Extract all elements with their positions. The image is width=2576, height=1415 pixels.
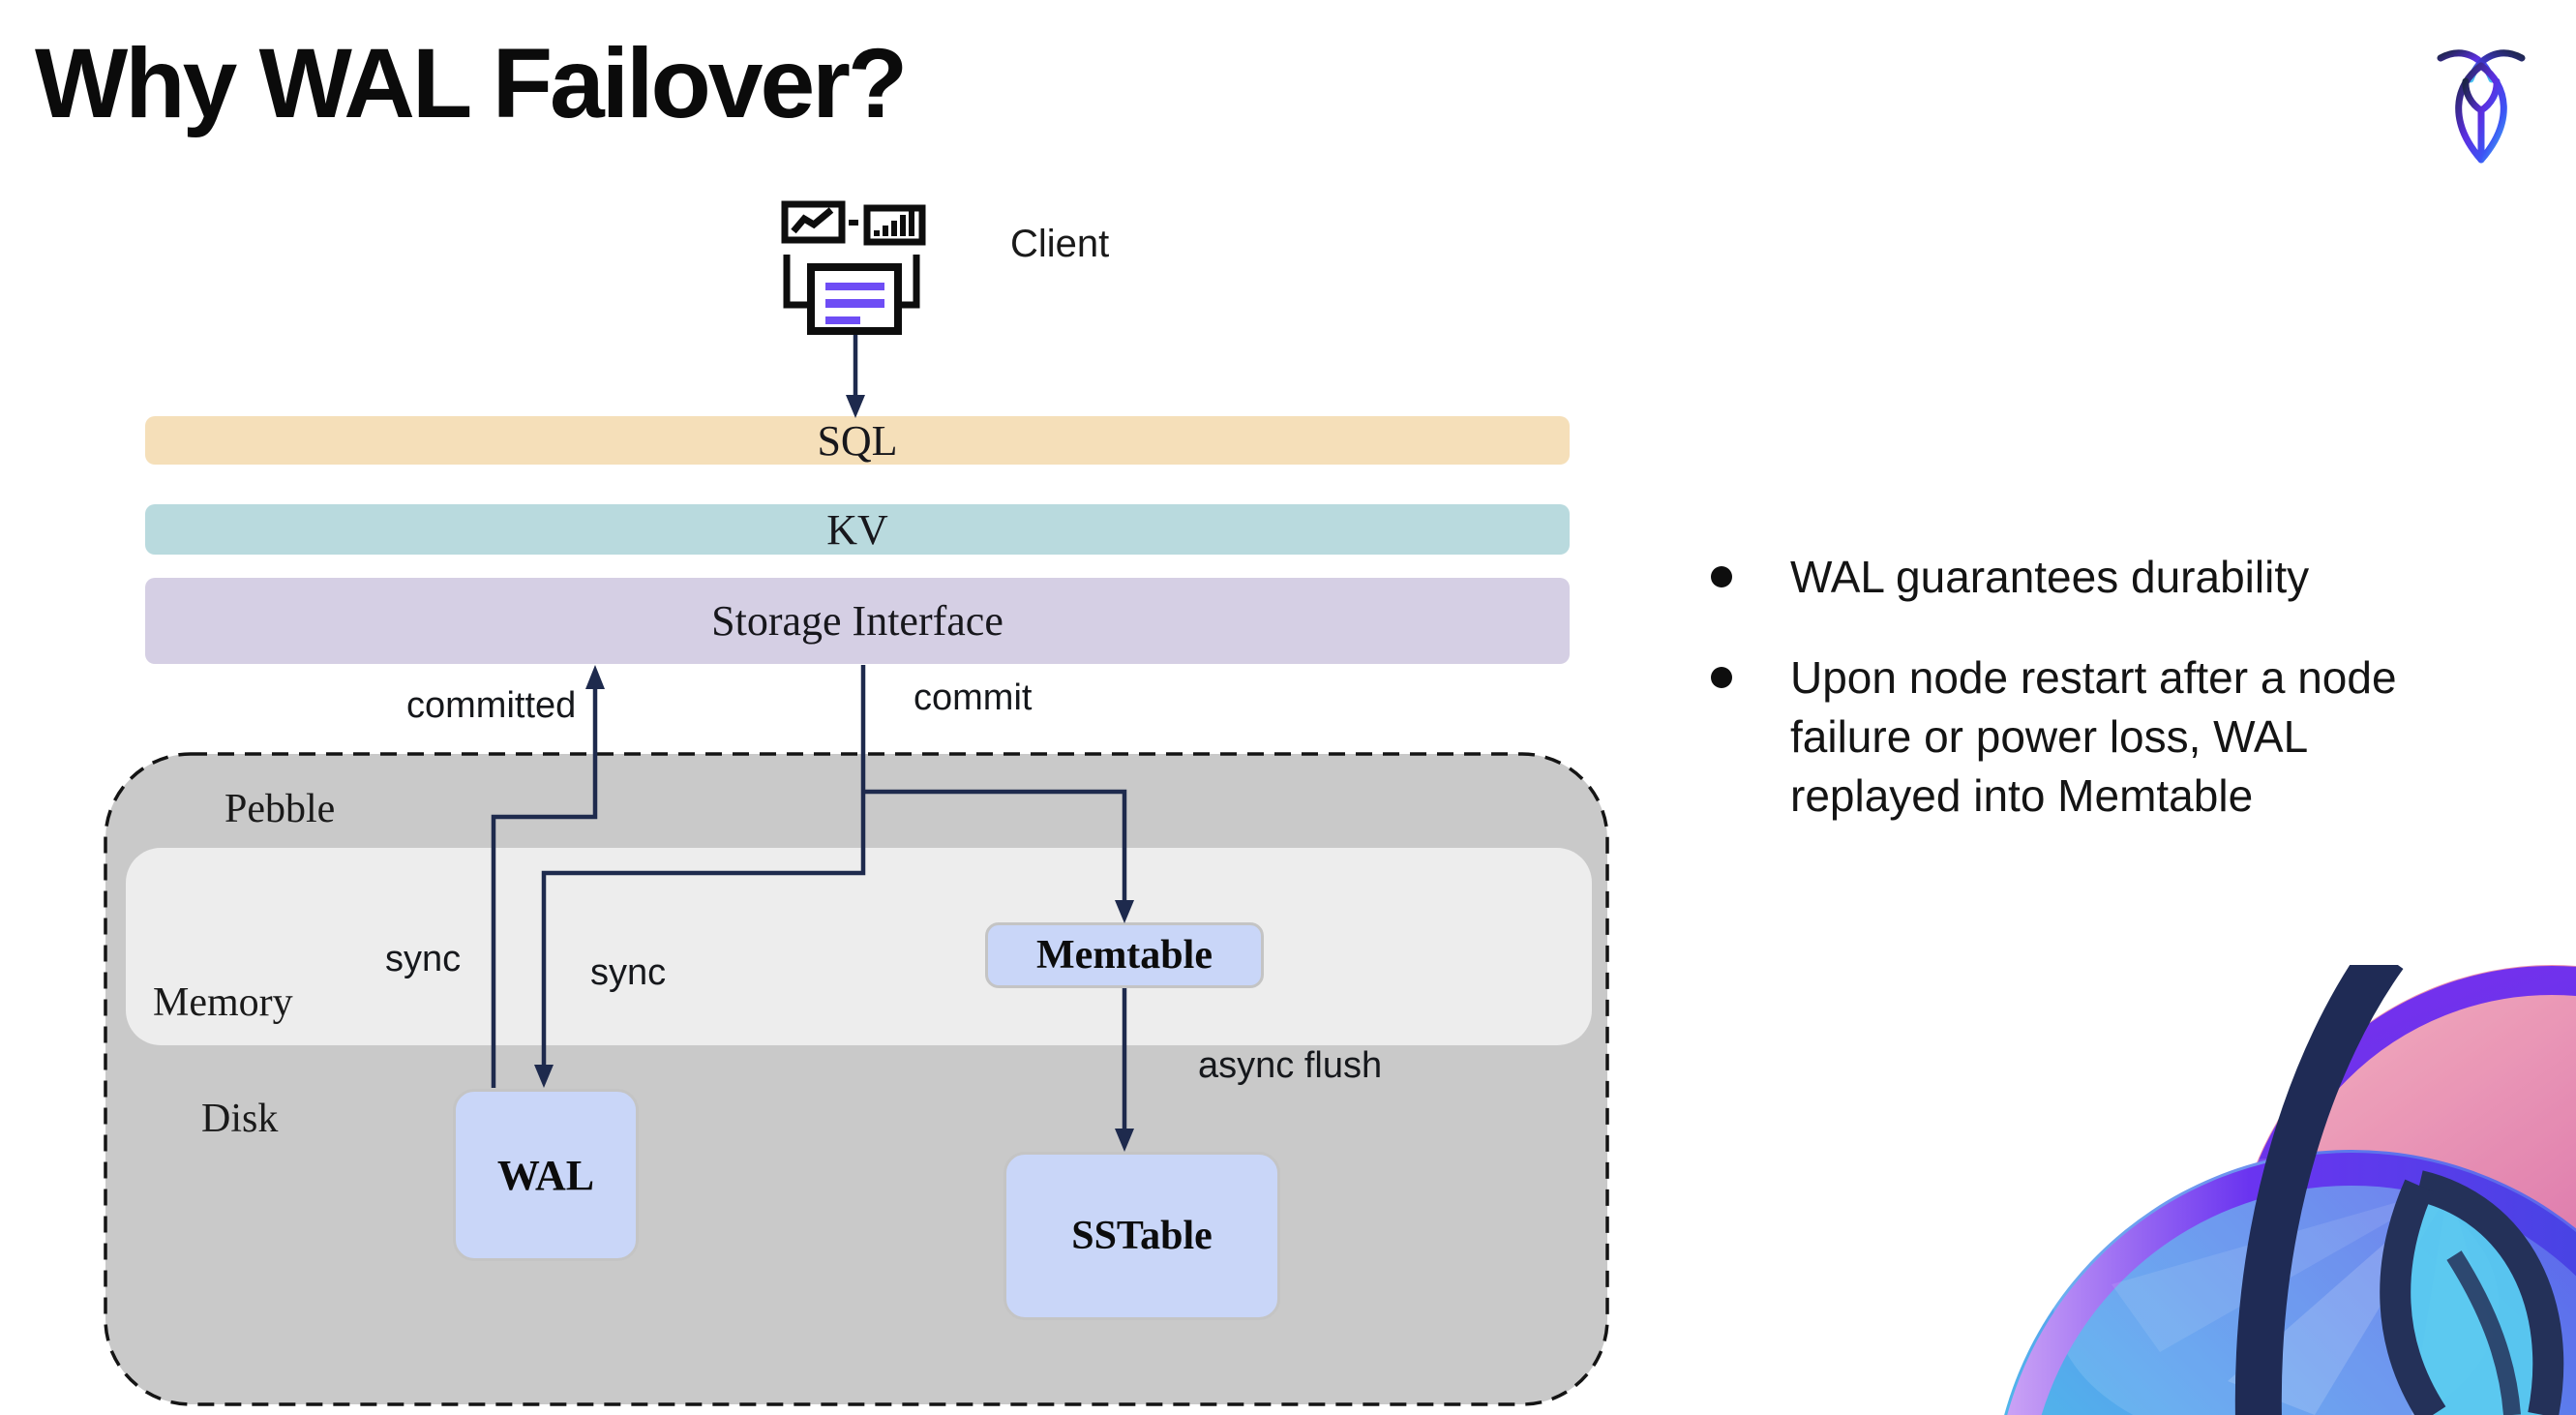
layer-storage-label: Storage Interface bbox=[711, 597, 1003, 645]
bullet-text: WAL guarantees durability bbox=[1790, 552, 2310, 602]
bullet-text: Upon node restart after a node failure o… bbox=[1790, 652, 2397, 821]
layer-bar-sql: SQL bbox=[145, 416, 1570, 465]
sstable-label: SSTable bbox=[1071, 1214, 1213, 1258]
memory-label: Memory bbox=[153, 980, 293, 1025]
layer-bar-kv: KV bbox=[145, 504, 1570, 555]
page-title: Why WAL Failover? bbox=[35, 28, 908, 138]
client-icon bbox=[781, 200, 926, 335]
line-chart-icon bbox=[781, 200, 846, 244]
layer-kv-label: KV bbox=[826, 505, 888, 554]
wal-node: WAL bbox=[453, 1089, 639, 1261]
edge-label-committed: committed bbox=[406, 685, 577, 726]
layer-bar-storage: Storage Interface bbox=[145, 578, 1570, 664]
edge-label-async-flush: async flush bbox=[1198, 1045, 1383, 1086]
disk-label: Disk bbox=[201, 1097, 279, 1141]
edge-label-sync-left: sync bbox=[385, 939, 462, 979]
memtable-label: Memtable bbox=[1036, 933, 1213, 978]
client-label: Client bbox=[1010, 223, 1110, 265]
bullet-dot-icon bbox=[1711, 566, 1732, 587]
memtable-node: Memtable bbox=[985, 922, 1264, 988]
decorative-corner-graphic bbox=[2004, 965, 2576, 1415]
edge-label-sync-right: sync bbox=[590, 952, 667, 993]
bullet-item: WAL guarantees durability bbox=[1711, 548, 2485, 607]
bar-chart-icon bbox=[863, 204, 926, 246]
cockroachdb-logo-icon bbox=[2437, 49, 2526, 164]
layer-sql-label: SQL bbox=[817, 416, 898, 465]
arrowhead-committed bbox=[585, 665, 605, 689]
dash-glyph bbox=[849, 220, 858, 226]
pebble-label: Pebble bbox=[225, 787, 336, 831]
bullet-item: Upon node restart after a node failure o… bbox=[1711, 648, 2485, 826]
edge-label-commit: commit bbox=[914, 677, 1033, 718]
arrowhead-sql bbox=[846, 395, 865, 418]
bullet-dot-icon bbox=[1711, 667, 1732, 688]
memory-region bbox=[126, 848, 1592, 1045]
wal-label: WAL bbox=[496, 1151, 595, 1199]
sstable-node: SSTable bbox=[1003, 1152, 1280, 1320]
bullet-list: WAL guarantees durability Upon node rest… bbox=[1711, 548, 2485, 867]
